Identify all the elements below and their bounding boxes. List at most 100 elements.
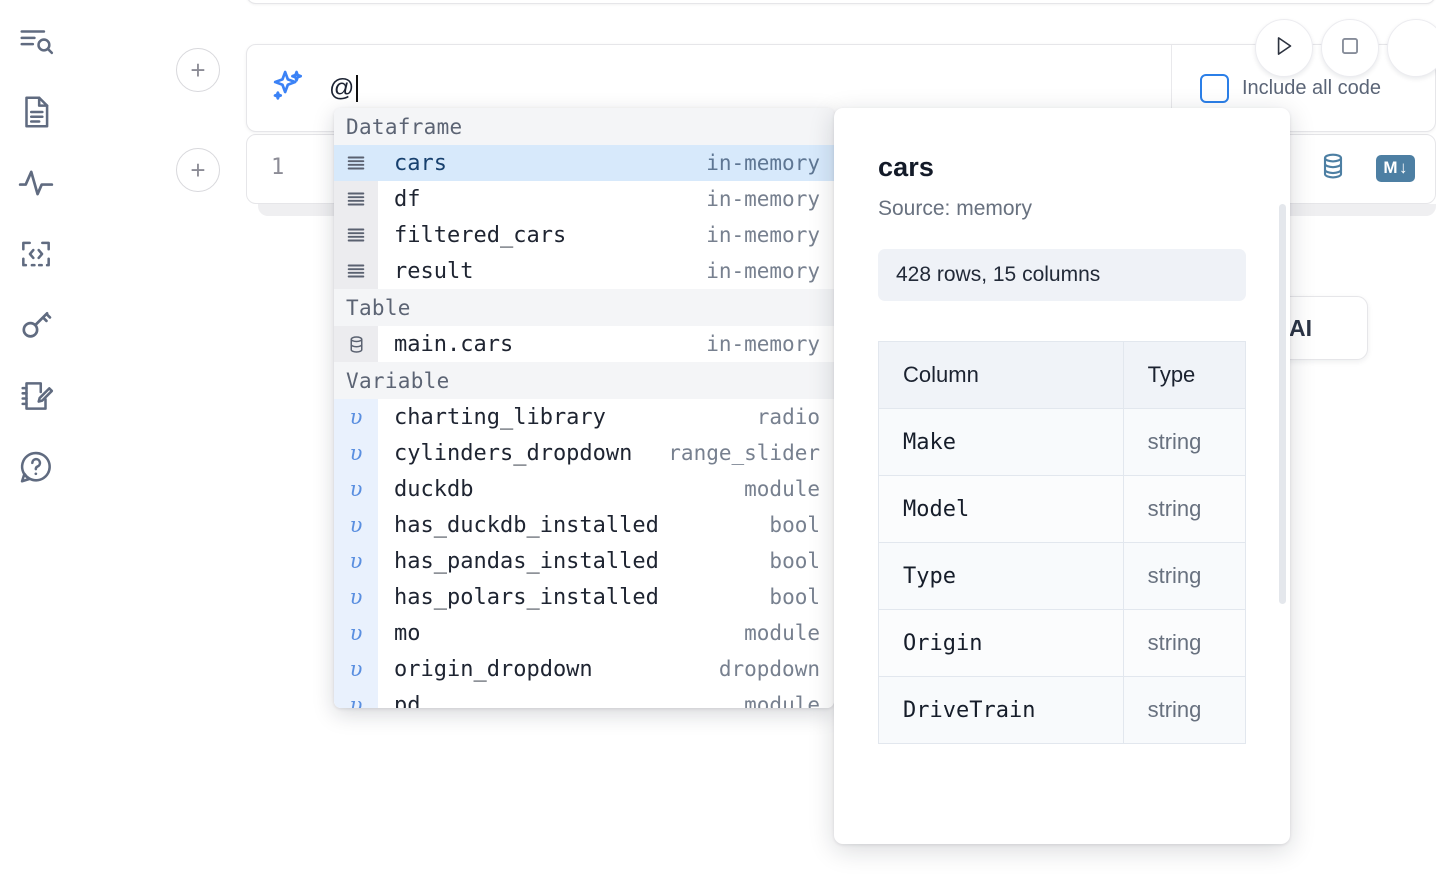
- autocomplete-item-type: in-memory: [706, 259, 820, 283]
- autocomplete-item-name: pd: [394, 692, 421, 709]
- generate-with-ai-button[interactable]: AI: [1278, 296, 1368, 360]
- docs-source: Source: memory: [878, 197, 1033, 220]
- autocomplete-item-name: cars: [394, 150, 447, 176]
- autocomplete-item-name: has_pandas_installed: [394, 548, 659, 574]
- variable-icon: υ: [334, 615, 378, 651]
- autocomplete-item-name: result: [394, 258, 474, 284]
- sidebar-item-file-explorer[interactable]: [9, 85, 63, 139]
- autocomplete-item-name: origin_dropdown: [394, 656, 593, 682]
- ai-prompt-input[interactable]: @: [329, 74, 358, 103]
- variable-icon: υ: [334, 651, 378, 687]
- docs-scrollbar[interactable]: [1279, 204, 1286, 604]
- run-button[interactable]: [1255, 19, 1313, 77]
- autocomplete-item-name: charting_library: [394, 404, 606, 430]
- autocomplete-item-type: module: [744, 621, 820, 645]
- text-caret: [355, 74, 358, 102]
- plus-icon: +: [190, 155, 206, 185]
- schema-column-type: string: [1123, 408, 1246, 476]
- ai-cell-options: Include all code: [1172, 45, 1435, 131]
- key-icon: [17, 306, 55, 344]
- sidebar-item-outline-search[interactable]: [9, 14, 63, 68]
- dataframe-rows-icon: [334, 253, 378, 289]
- include-all-code-toggle[interactable]: Include all code: [1200, 73, 1381, 103]
- stop-square-icon: [1337, 33, 1363, 64]
- schema-column-name: Type: [878, 542, 1124, 610]
- markdown-letter: M: [1383, 158, 1398, 177]
- dataframe-rows-icon: [334, 217, 378, 253]
- autocomplete-item-type: in-memory: [706, 151, 820, 175]
- autocomplete-item-type: dropdown: [718, 657, 820, 681]
- database-icon: [334, 326, 378, 362]
- schema-column-name: Make: [878, 408, 1124, 476]
- sidebar-item-dependencies[interactable]: [9, 227, 63, 281]
- variable-icon: υ: [334, 471, 378, 507]
- add-cell-button-top[interactable]: +: [176, 48, 220, 92]
- autocomplete-item-type: range_slider: [668, 441, 820, 465]
- cell-run-controls: [1255, 19, 1436, 77]
- more-options-button[interactable]: [1387, 19, 1436, 77]
- docs-shape-badge: 428 rows, 15 columns: [878, 249, 1246, 301]
- dataframe-docs-panel: cars Source: memory 428 rows, 15 columns…: [834, 108, 1290, 844]
- notebook-pencil-icon: [17, 377, 55, 415]
- code-brackets-icon: [17, 235, 55, 273]
- dataframe-rows-icon: [334, 145, 378, 181]
- cell-card-above[interactable]: [246, 0, 1436, 4]
- sidebar-item-help[interactable]: [9, 440, 63, 494]
- add-cell-button-bottom[interactable]: +: [176, 148, 220, 192]
- database-icon[interactable]: [1318, 151, 1348, 186]
- autocomplete-item[interactable]: υ cylinders_dropdown range_slider: [334, 435, 834, 471]
- autocomplete-item[interactable]: main.cars in-memory: [334, 326, 834, 362]
- autocomplete-item-name: duckdb: [394, 476, 474, 502]
- help-chat-icon: [17, 448, 55, 486]
- stop-button[interactable]: [1321, 19, 1379, 77]
- ai-input-zone[interactable]: @: [247, 45, 1172, 131]
- autocomplete-item-name: main.cars: [394, 331, 514, 357]
- table-column-header: Type: [1123, 341, 1246, 409]
- variable-icon: υ: [334, 399, 378, 435]
- autocomplete-item-type: bool: [769, 585, 820, 609]
- autocomplete-item-name: df: [394, 186, 421, 212]
- dataframe-rows-icon: [334, 181, 378, 217]
- include-all-code-checkbox[interactable]: [1200, 73, 1229, 103]
- autocomplete-item[interactable]: result in-memory: [334, 253, 834, 289]
- variable-icon: υ: [334, 435, 378, 471]
- autocomplete-item-type: in-memory: [706, 332, 820, 356]
- docs-title: cars: [878, 152, 934, 182]
- autocomplete-group-header: Table: [334, 289, 834, 326]
- autocomplete-item-name: cylinders_dropdown: [394, 440, 633, 466]
- variable-icon: υ: [334, 507, 378, 543]
- autocomplete-item[interactable]: υ origin_dropdown dropdown: [334, 651, 834, 687]
- autocomplete-item-name: has_duckdb_installed: [394, 512, 659, 538]
- autocomplete-item[interactable]: υ charting_library radio: [334, 399, 834, 435]
- autocomplete-item-name: mo: [394, 620, 421, 646]
- sparkles-icon: [269, 67, 307, 110]
- schema-column-name: DriveTrain: [878, 676, 1124, 744]
- sidebar-item-scratchpad[interactable]: [9, 369, 63, 423]
- autocomplete-item-type: radio: [756, 405, 820, 429]
- sidebar-item-variables[interactable]: [9, 156, 63, 210]
- schema-column-type: string: [1123, 676, 1246, 744]
- autocomplete-item[interactable]: cars in-memory: [334, 145, 834, 181]
- outline-search-icon: [17, 22, 55, 60]
- autocomplete-group-header: Dataframe: [334, 108, 834, 145]
- generate-with-ai-label: AI: [1289, 314, 1312, 341]
- sidebar-item-secrets[interactable]: [9, 298, 63, 352]
- autocomplete-item-type: module: [744, 693, 820, 708]
- markdown-icon[interactable]: M↓: [1376, 155, 1415, 182]
